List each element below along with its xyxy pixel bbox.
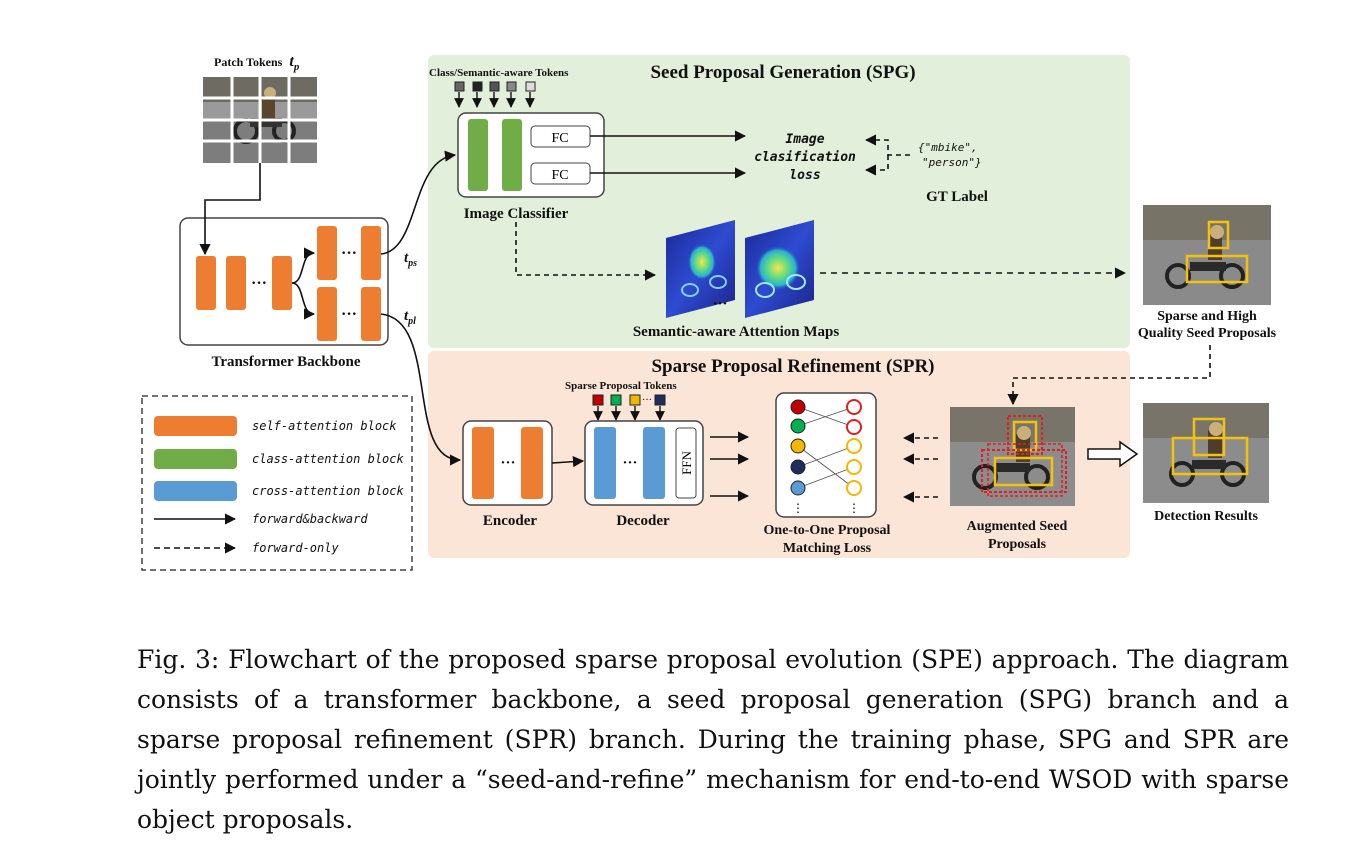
backbone-dots: ··· [251,275,267,292]
patch-tokens-label: Patch Tokens tp [214,53,300,73]
matching-lines [797,406,855,489]
attention-maps-label: Semantic-aware Attention Maps [633,324,840,340]
attention-maps-dots: ··· [712,296,727,312]
legend-cross-attention-label: cross-attention block [252,484,404,498]
detection-results-image [1143,403,1269,503]
legend-forward-backward-label: forward&backward [252,512,368,526]
augmented-proposals-image [950,407,1075,506]
matching-loss-label-1: One-to-One Proposal [764,523,891,538]
augmented-proposals-label-2: Proposals [988,537,1047,552]
backbone-self-attention-blocks [196,226,381,341]
figure-caption: Fig. 3: Flowchart of the proposed sparse… [137,645,1289,834]
sparse-tokens-dots: ··· [642,395,652,406]
backbone-dots-bottom: ··· [341,306,357,323]
prediction-nodes [790,399,806,496]
flowchart-diagram: Seed Proposal Generation (SPG) Sparse Pr… [141,53,1277,571]
attention-map-2 [745,220,814,318]
proposal-nodes [846,399,862,496]
class-tokens [454,81,536,92]
legend-forward-only-label: forward-only [252,541,339,555]
decoder-cross-attention-block [643,427,665,499]
backbone-label: Transformer Backbone [211,354,360,370]
image-classification-loss-line1: Image [785,132,824,147]
class-tokens-label: Class/Semantic-aware Tokens [429,67,569,79]
ffn-block [675,427,697,499]
gt-label: GT Label [926,189,988,205]
class-attention-block [502,119,522,191]
tps-label: tps [404,250,417,269]
image-classification-loss-line2: clasification [754,150,856,165]
fc-label-2: FC [551,168,568,183]
spg-title: Seed Proposal Generation (SPG) [650,62,915,83]
gt-label-values-1: {"mbike", [918,141,978,154]
augmented-proposals-label-1: Augmented Seed [967,519,1068,534]
decoder-label: Decoder [616,513,670,529]
backbone-dots-top: ··· [341,245,357,262]
encoder-dots: ··· [500,455,515,471]
matching-box [775,392,877,518]
fc-label-1: FC [551,131,568,146]
attention-map-1 [666,220,735,318]
seed-proposals-image [1143,205,1271,305]
matching-loss-label-2: Matching Loss [783,541,872,556]
gt-label-values-2: "person"} [922,156,982,169]
encoder-self-attention-block [521,427,543,499]
legend-class-attention-label: class-attention block [252,452,404,466]
result-arrow [1087,440,1139,468]
legend-class-attention-swatch [154,449,237,469]
legend-self-attention-swatch [154,416,237,436]
decoder-dots: ··· [622,455,637,471]
legend-cross-attention-swatch [154,481,237,501]
image-classifier-label: Image Classifier [464,206,569,222]
detection-results-label: Detection Results [1154,509,1258,524]
seed-proposals-label-2: Quality Seed Proposals [1138,326,1277,341]
patch-tokens-image [203,77,317,163]
encoder-label: Encoder [483,513,538,529]
seed-proposals-label-1: Sparse and High [1157,309,1257,324]
matching-dots-left: ⋮ [792,501,804,515]
ffn-label: FFN [679,450,694,474]
sparse-tokens-label: Sparse Proposal Tokens [565,380,677,392]
sparse-proposal-tokens [592,394,666,406]
matching-dots-right: ⋮ [848,501,860,515]
decoder-cross-attention-block [594,427,616,499]
spr-title: Sparse Proposal Refinement (SPR) [651,356,934,377]
legend-self-attention-label: self-attention block [252,419,397,433]
tpl-label: tpl [404,308,416,327]
encoder-self-attention-block [472,427,494,499]
image-classification-loss-line3: loss [789,168,820,183]
class-attention-block [468,119,488,191]
